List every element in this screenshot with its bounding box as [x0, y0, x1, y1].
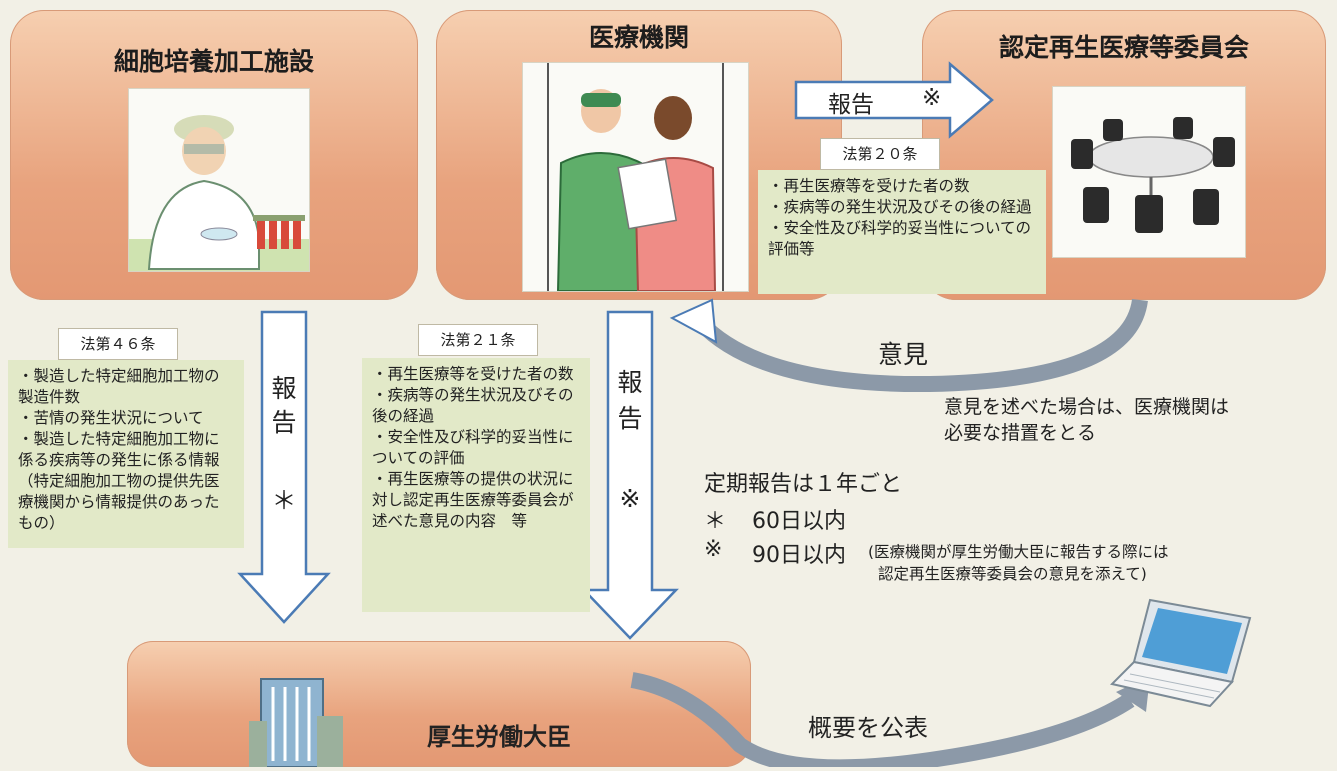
facility-arrow-char-2: 告 [271, 408, 297, 437]
periodic-star-text: 60日以内 [752, 509, 846, 534]
facility-arrow-char-1: 報 [271, 374, 297, 403]
report-to-committee-arrow [794, 61, 994, 139]
facility-box: 細胞培養加工施設 [10, 10, 418, 300]
law-20-label: 法第２０条 [820, 138, 940, 170]
periodic-title: 定期報告は１年ごと [704, 472, 903, 497]
committee-box: 認定再生医療等委員会 [922, 10, 1326, 300]
opinion-note-line1: 意見を述べた場合は、医療機関は [944, 396, 1230, 418]
meeting-room-illustration [1052, 86, 1246, 258]
medical-report-items: ・再生医療等を受けた者の数 ・疾病等の発生状況及びその後の経過 ・安全性及び科学… [362, 358, 590, 612]
opinion-arrow [694, 298, 1148, 393]
facility-report-arrow [237, 310, 331, 624]
law-21-label: 法第２１条 [418, 324, 538, 356]
report-to-committee-mark: ※ [922, 85, 942, 111]
laptop-icon [1110, 598, 1252, 708]
periodic-kome-note-line1: (医療機関が厚生労働大臣に報告する際には [868, 543, 1169, 561]
opinion-label: 意見 [878, 340, 929, 369]
facility-arrow-char-3: ＊ [271, 486, 297, 515]
medical-item: ・疾病等の発生状況及びその後の経過 [372, 386, 574, 425]
doctors-illustration [522, 62, 749, 292]
medical-arrow-char-1: 報 [617, 368, 643, 397]
committee-report-items: ・再生医療等を受けた者の数 ・疾病等の発生状況及びその後の経過 ・安全性及び科学… [758, 170, 1046, 294]
committee-title: 認定再生医療等委員会 [998, 33, 1249, 62]
medical-report-arrow [581, 310, 679, 640]
minister-title: 厚生労働大臣 [427, 723, 571, 751]
opinion-arrowhead [669, 298, 718, 344]
committee-item: ・再生医療等を受けた者の数 [768, 177, 970, 195]
medical-arrow-char-3: ※ [619, 484, 641, 513]
facility-report-items: ・製造した特定細胞加工物の製造件数 ・苦情の発生状況について ・製造した特定細胞… [8, 360, 244, 548]
medical-arrow-char-2: 告 [617, 404, 643, 433]
publish-label: 概要を公表 [808, 714, 928, 742]
medical-item: ・再生医療等の提供の状況に対し認定再生医療等委員会が述べた意見の内容 等 [372, 470, 574, 530]
facility-item: ・製造した特定細胞加工物に係る疾病等の発生に係る情報（特定細胞加工物の提供先医療… [18, 430, 220, 532]
medical-title: 医療機関 [588, 23, 689, 52]
report-to-committee-label: 報告 [828, 92, 874, 118]
building-icon [247, 661, 347, 768]
committee-item: ・安全性及び科学的妥当性についての評価等 [768, 219, 1032, 258]
law-46-label: 法第４６条 [58, 328, 178, 360]
facility-item: ・苦情の発生状況について [18, 409, 204, 427]
periodic-kome-text: 90日以内 [752, 543, 846, 568]
committee-item: ・疾病等の発生状況及びその後の経過 [768, 198, 1032, 216]
periodic-kome-mark: ※ [704, 537, 723, 562]
opinion-note-line2: 必要な措置をとる [944, 422, 1097, 444]
medical-item: ・再生医療等を受けた者の数 [372, 365, 574, 383]
lab-worker-illustration [128, 88, 310, 272]
facility-item: ・製造した特定細胞加工物の製造件数 [18, 367, 220, 406]
periodic-kome-note-line2: 認定再生医療等委員会の意見を添えて) [878, 565, 1147, 583]
publish-arrow [630, 672, 1135, 767]
periodic-star-mark: ＊ [704, 509, 727, 534]
minister-box: 厚生労働大臣 [127, 641, 751, 768]
medical-item: ・安全性及び科学的妥当性についての評価 [372, 428, 574, 467]
facility-title: 細胞培養加工施設 [113, 47, 314, 76]
